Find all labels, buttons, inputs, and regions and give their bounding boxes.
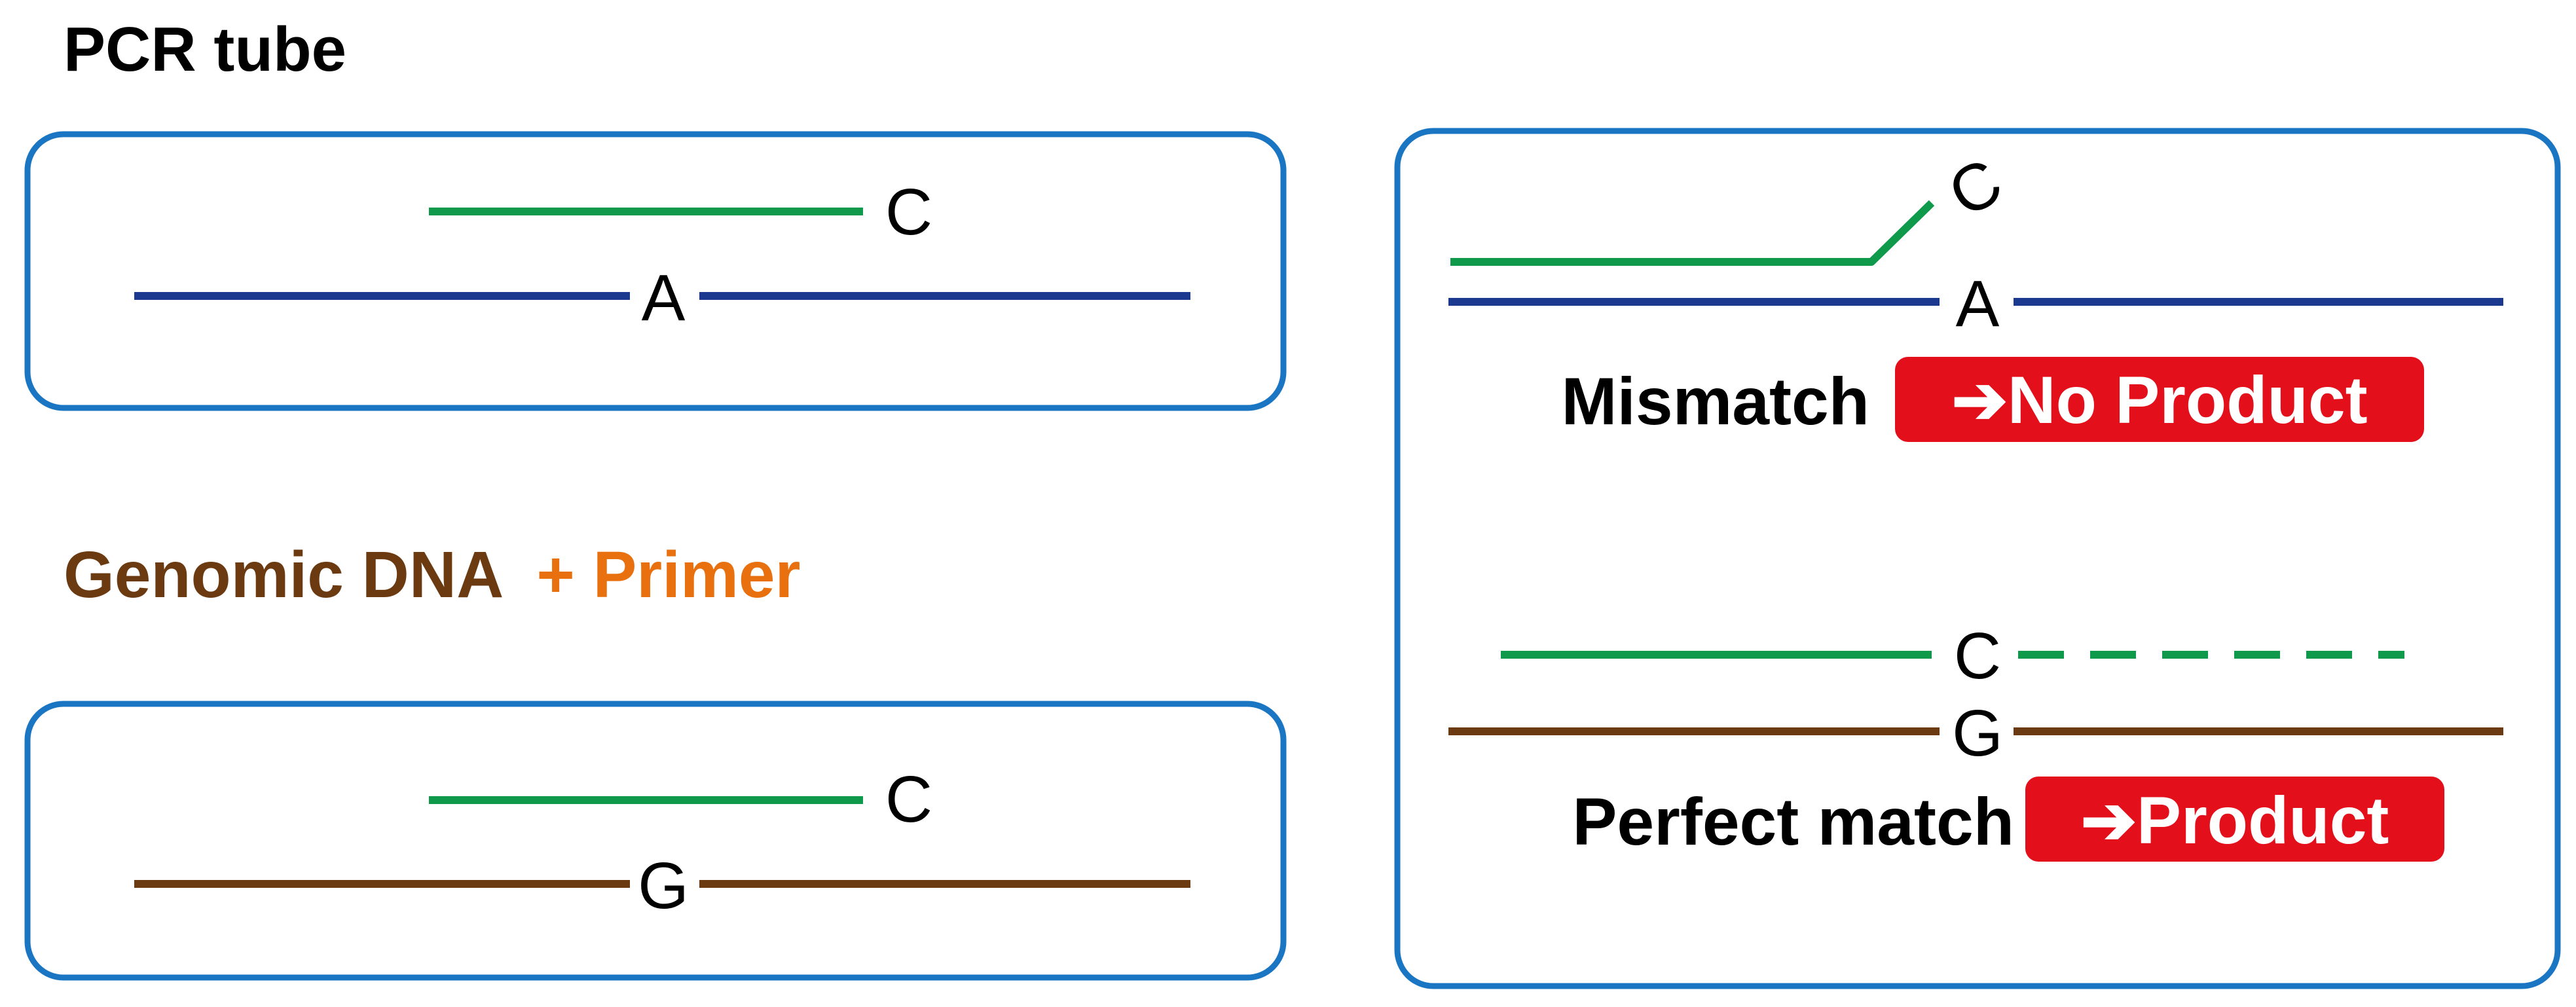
no-product-badge [1895, 357, 2424, 442]
panel-frame [1394, 128, 2561, 989]
template-base: A [1956, 267, 2000, 340]
heading-pcr-tube: PCR tube [64, 14, 346, 84]
primer-strand-kinked [1450, 200, 1935, 266]
unpaired-primer-end-base: C [1936, 144, 2014, 231]
panel-right: C A Mismatch ➔No Product C G Perfect mat… [1394, 128, 2561, 989]
legend-primer: + Primer [536, 538, 800, 612]
legend-genomic-dna: Genomic DNA [64, 538, 502, 612]
primer-end-base: C [1954, 619, 2001, 693]
panel-top-left: C A [24, 131, 1287, 411]
panel-frame [24, 701, 1287, 981]
mismatch-label: Mismatch [1562, 364, 1869, 439]
template-base: G [638, 849, 689, 923]
panel-bottom-left: C G [24, 701, 1287, 981]
product-label: ➔Product [2081, 783, 2389, 858]
perfect-match-case: C G Perfect match ➔Product [1448, 619, 2503, 862]
perfect-match-label: Perfect match [1572, 784, 2014, 859]
panel-frame [24, 131, 1287, 411]
heading-genomic-primer: Genomic DNA + Primer [64, 538, 800, 612]
primer-end-base: C [885, 175, 932, 249]
no-product-label: ➔No Product [1951, 363, 2367, 437]
template-base: A [642, 261, 686, 335]
primer-end-base: C [885, 763, 932, 836]
product-badge [2025, 777, 2444, 862]
mismatch-case: C A Mismatch ➔No Product [1448, 144, 2503, 442]
template-base: G [1952, 697, 2003, 770]
